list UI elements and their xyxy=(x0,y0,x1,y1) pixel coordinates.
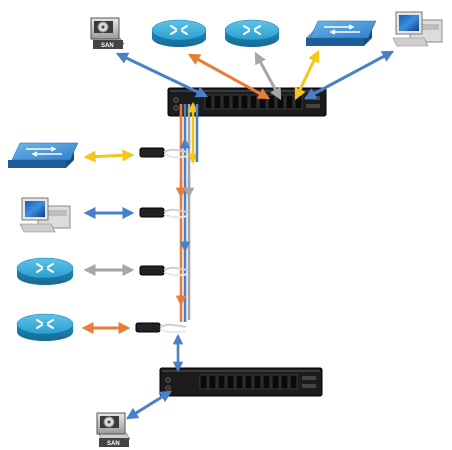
router-icon xyxy=(151,19,207,47)
router-icon xyxy=(16,313,74,341)
bottom-chassis xyxy=(159,367,323,397)
router-icon xyxy=(16,257,74,285)
link-san-top xyxy=(115,52,209,98)
vertical-trunk xyxy=(172,101,199,373)
san-top-label: SAN xyxy=(101,43,114,49)
san-storage-icon: SAN xyxy=(90,17,125,49)
link-router-2 xyxy=(254,51,282,101)
workstation-icon xyxy=(19,197,71,233)
link-workstation-top xyxy=(303,50,395,100)
san-storage-icon: SAN xyxy=(96,412,131,447)
link-san-bottom xyxy=(125,390,173,420)
tap-1 xyxy=(139,147,189,159)
top-links xyxy=(115,49,395,101)
switch-icon xyxy=(306,20,377,46)
san-bottom-label: SAN xyxy=(107,441,120,447)
workstation-icon xyxy=(392,11,443,47)
left-links xyxy=(81,149,173,420)
tap-4 xyxy=(135,322,187,334)
tap-3 xyxy=(139,265,189,277)
switch-icon xyxy=(8,142,79,168)
tap-2 xyxy=(139,207,189,219)
link-switch-left xyxy=(83,149,135,163)
router-icon xyxy=(224,19,280,47)
